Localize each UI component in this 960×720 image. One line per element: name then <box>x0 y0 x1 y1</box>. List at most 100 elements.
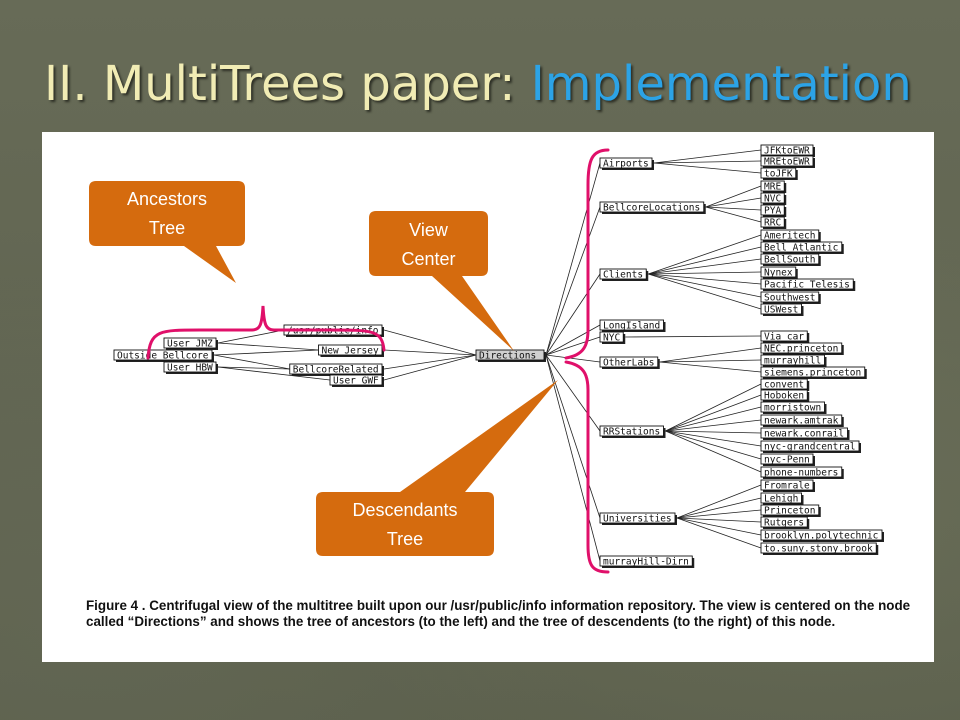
tree-node <box>760 427 848 439</box>
descendants-callout-line2: Tree <box>386 529 424 549</box>
tree-node <box>163 361 217 373</box>
tree-node <box>760 354 825 366</box>
tree-node-label: /usr/public/info <box>287 326 379 337</box>
tree-node-label: morristown <box>764 403 821 414</box>
tree-node-label: Outside Bellcore <box>117 351 209 362</box>
tree-node-label: OtherLabs <box>603 358 654 369</box>
tree-edge <box>383 349 477 356</box>
tree-node-label: murrayhill <box>764 356 821 367</box>
tree-edge <box>665 430 762 473</box>
tree-node <box>760 453 814 465</box>
figure-caption: Figure 4 . Centrifugal view of the multi… <box>86 598 911 629</box>
tree-edge <box>676 517 762 536</box>
tree-edge <box>648 273 762 310</box>
tree-node <box>760 414 843 426</box>
tree-edge <box>665 419 762 432</box>
tree-node-label: Pacific_Telesis <box>764 280 850 291</box>
descendants-callout-line1: Descendants <box>352 500 458 520</box>
tree-node-label: NYC <box>603 333 620 344</box>
tree-node-label: NVC <box>764 194 781 205</box>
tree-edge <box>648 258 762 275</box>
tree-node <box>760 479 814 491</box>
tree-edge <box>217 366 331 381</box>
tree-edge <box>665 406 762 432</box>
tree-edge <box>665 394 762 432</box>
tree-edge <box>648 273 762 285</box>
tree-edge <box>217 329 285 344</box>
tree-edge <box>676 497 762 519</box>
tree-edge <box>659 359 762 363</box>
tree-edge <box>665 430 762 447</box>
tree-node-label: Nynex <box>764 268 793 279</box>
tree-node-label: Ameritech <box>764 231 815 242</box>
tree-edge <box>705 206 762 223</box>
tree-node-label: RRStations <box>603 427 660 438</box>
tree-node-label: siemens.princeton <box>764 368 861 379</box>
tree-edge <box>217 366 290 370</box>
tree-node <box>760 492 802 504</box>
tree-node <box>760 216 785 228</box>
title-main: II. MultiTrees paper: <box>44 56 531 112</box>
tree-node-label: PYA <box>764 206 781 217</box>
slide-title: II. MultiTrees paper: Implementation <box>44 52 912 116</box>
tree-edge <box>545 354 601 363</box>
tree-node-label: Fromrale <box>764 481 810 492</box>
tree-node <box>760 241 843 253</box>
tree-node <box>760 529 883 541</box>
tree-node <box>760 330 808 342</box>
tree-node-label: LongIsland <box>603 321 660 332</box>
tree-edge <box>213 349 319 356</box>
tree-node-label: Rutgers <box>764 518 804 529</box>
view-center-callout-line1: View <box>409 220 448 240</box>
tree-edge <box>653 160 762 164</box>
tree-node-label: to.suny.stony.brook <box>764 544 873 555</box>
tree-node <box>760 466 843 478</box>
tree-node-label: Southwest <box>764 293 815 304</box>
tree-node-label: Via_car <box>764 332 804 343</box>
tree-edge <box>545 162 601 356</box>
tree-edge <box>705 185 762 208</box>
tree-node <box>760 303 802 315</box>
ancestors-callout-line1: Ancestors <box>126 189 208 209</box>
tree-node-label: nyc-Penn <box>764 455 810 466</box>
tree-node-label: murrayHill-Dirn <box>603 557 689 568</box>
tree-node-label: convent <box>764 380 804 391</box>
tree-node <box>760 542 877 554</box>
tree-node <box>760 278 854 290</box>
tree-edge <box>676 509 762 519</box>
tree-node-label: BellSouth <box>764 255 815 266</box>
tree-edge <box>383 329 477 356</box>
tree-node <box>760 401 825 413</box>
tree-edge <box>217 342 319 351</box>
tree-edge <box>625 335 762 338</box>
tree-node <box>760 389 808 401</box>
tree-node-label: User HBW <box>167 363 213 374</box>
tree-node-label: BellcoreRelated <box>293 365 379 376</box>
tree-node <box>760 229 820 241</box>
tree-edge <box>705 197 762 208</box>
tree-node-label: New Jersey <box>322 346 379 357</box>
tree-node-label: MREtoEWR <box>764 157 810 168</box>
ancestors-callout: Ancestors Tree <box>89 185 245 243</box>
tree-edge <box>665 383 762 432</box>
descendants-callout: Descendants Tree <box>316 496 494 554</box>
tree-node-label: Directions <box>479 351 536 362</box>
tree-edge <box>665 430 762 434</box>
tree-edge <box>545 354 601 562</box>
tree-node-label: Clients <box>603 270 643 281</box>
tree-node-label: BellcoreLocations <box>603 203 700 214</box>
tree-node-label: nyc-grandcentral <box>764 442 856 453</box>
tree-edge <box>705 206 762 211</box>
tree-edge <box>659 347 762 363</box>
tree-node <box>760 253 820 265</box>
tree-node-label: Bell_Atlantic <box>764 243 838 254</box>
tree-node-label: newark.conrail <box>764 429 844 440</box>
view-center-callout-line2: Center <box>401 249 456 269</box>
tree-edge <box>659 361 762 373</box>
tree-node-label: Universities <box>603 514 672 525</box>
view-center-callout: View Center <box>369 216 488 274</box>
tree-node <box>760 440 860 452</box>
tree-node-label: JFKtoEWR <box>764 146 810 157</box>
tree-node <box>760 192 785 204</box>
tree-node-label: newark.amtrak <box>764 416 839 427</box>
